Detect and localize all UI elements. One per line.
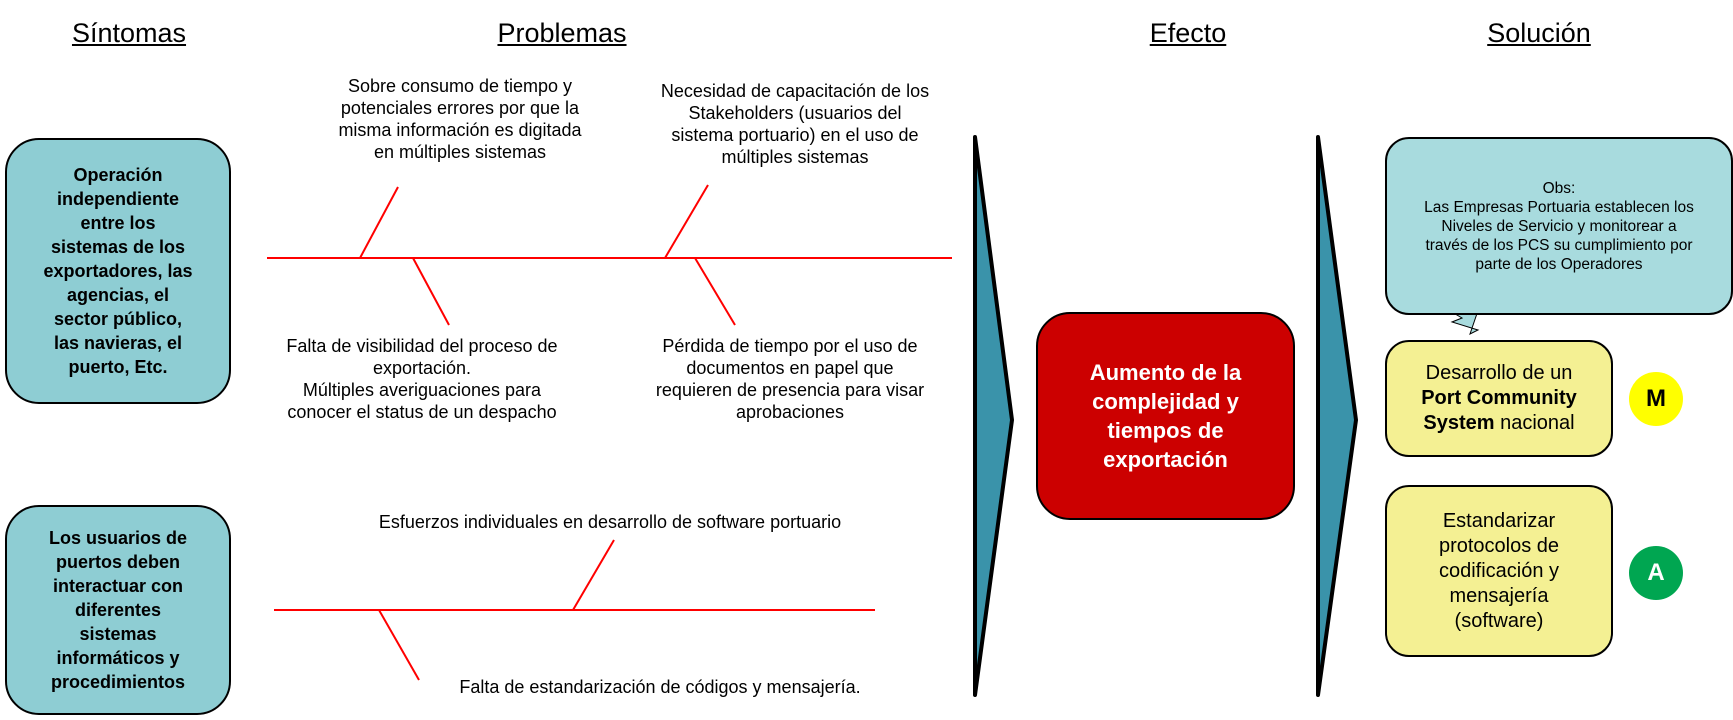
- symptom-line: puerto, Etc.: [68, 357, 168, 377]
- pcs-bold: System: [1423, 412, 1495, 434]
- problem-line: múltiples sistemas: [721, 147, 869, 167]
- problem-line: misma información es digitada: [338, 120, 582, 140]
- branch-line: [412, 257, 450, 326]
- obs-line: Las Empresas Portuaria establecen los: [1424, 198, 1694, 216]
- symptom-box-1: Operación independiente entre los sistem…: [5, 138, 231, 404]
- header-sintomas: Síntomas: [71, 18, 187, 48]
- problem-bottom-left: Falta de visibilidad del proceso de expo…: [262, 335, 582, 423]
- header-problemas: Problemas: [497, 18, 627, 48]
- symptom-line: sistemas de los: [50, 237, 186, 257]
- effect-line: exportación: [1103, 447, 1228, 472]
- problem-line: Falta de visibilidad del proceso de: [286, 336, 558, 356]
- problem-bottom-right: Pérdida de tiempo por el uso de document…: [630, 335, 950, 423]
- symptom-line: Operación: [73, 165, 163, 185]
- pcs-bold: Port Community: [1421, 387, 1577, 409]
- problem-line: Sobre consumo de tiempo y: [347, 76, 573, 96]
- branch-line: [359, 186, 399, 259]
- problem-line: potenciales errores por que la: [340, 98, 580, 118]
- std-line: protocolos de: [1438, 534, 1560, 557]
- symptom-line: informáticos y: [56, 648, 180, 668]
- symptom-line: puertos deben: [55, 552, 180, 572]
- symptom-box-2: Los usuarios de puertos deben interactua…: [5, 505, 231, 715]
- problem-line: aprobaciones: [735, 402, 845, 422]
- effect-line: complejidad y: [1092, 389, 1239, 414]
- problem-second-top: Esfuerzos individuales en desarrollo de …: [330, 511, 890, 533]
- pcs-tail: nacional: [1494, 412, 1575, 434]
- branch-line: [664, 184, 709, 259]
- solution-std-box: Estandarizar protocolos de codificación …: [1385, 485, 1613, 657]
- problem-top-right: Necesidad de capacitación de los Stakeho…: [635, 80, 955, 168]
- effect-line: tiempos de: [1107, 418, 1224, 443]
- std-line: Estandarizar: [1442, 509, 1556, 532]
- problem-line: sistema portuario) en el uso de: [671, 125, 919, 145]
- chevron-arrow-right: [1316, 135, 1358, 697]
- obs-box: Obs: Las Empresas Portuaria establecen l…: [1385, 137, 1733, 315]
- chevron-arrow-left: [973, 135, 1014, 697]
- std-line: (software): [1454, 609, 1544, 632]
- header-solucion: Solución: [1487, 18, 1591, 48]
- problem-line: Stakeholders (usuarios del: [688, 103, 902, 123]
- branch-line: [694, 257, 736, 326]
- branch-line: [572, 539, 615, 611]
- header-efecto: Efecto: [1149, 18, 1227, 48]
- obs-line: parte de los Operadores: [1475, 255, 1643, 273]
- badge-m: M: [1629, 372, 1683, 426]
- badge-a: A: [1629, 546, 1683, 600]
- pcs-line: Desarrollo de un: [1425, 362, 1573, 384]
- problem-line: conocer el status de un despacho: [287, 402, 557, 422]
- obs-line: Niveles de Servicio y monitorear a: [1441, 217, 1677, 235]
- problem-line: exportación.: [372, 358, 472, 378]
- problem-line: Múltiples averiguaciones para: [302, 380, 542, 400]
- symptom-line: procedimientos: [50, 672, 185, 692]
- effect-line: Aumento de la: [1089, 360, 1242, 385]
- problem-line: Pérdida de tiempo por el uso de: [662, 336, 918, 356]
- problem-line: Esfuerzos individuales en desarrollo de …: [378, 512, 842, 532]
- solution-pcs-box: Desarrollo de un Port Community System n…: [1385, 340, 1613, 457]
- symptom-line: exportadores, las: [43, 261, 193, 281]
- symptom-line: las navieras, el: [53, 333, 183, 353]
- branch-line: [378, 609, 420, 681]
- problem-line: requieren de presencia para visar: [655, 380, 925, 400]
- std-line: codificación y: [1438, 559, 1560, 582]
- symptom-line: agencias, el: [66, 285, 170, 305]
- std-line: mensajería: [1449, 584, 1549, 607]
- symptom-line: interactuar con: [52, 576, 184, 596]
- problem-line: en múltiples sistemas: [373, 142, 547, 162]
- symptom-line: entre los: [80, 213, 156, 233]
- symptom-line: sistemas: [79, 624, 157, 644]
- problem-line: Falta de estandarización de códigos y me…: [459, 677, 861, 697]
- problem-second-bottom: Falta de estandarización de códigos y me…: [425, 676, 895, 698]
- problem-line: documentos en papel que: [686, 358, 894, 378]
- obs-line: través de los PCS su cumplimiento por: [1425, 236, 1693, 254]
- symptom-line: diferentes: [74, 600, 161, 620]
- problem-line: Necesidad de capacitación de los: [660, 81, 930, 101]
- problem-top-left: Sobre consumo de tiempo y potenciales er…: [310, 75, 610, 163]
- symptom-line: Los usuarios de: [48, 528, 188, 548]
- effect-box: Aumento de la complejidad y tiempos de e…: [1036, 312, 1295, 520]
- obs-line: Obs:: [1542, 179, 1576, 197]
- symptom-line: sector público,: [53, 309, 183, 329]
- symptom-line: independiente: [56, 189, 179, 209]
